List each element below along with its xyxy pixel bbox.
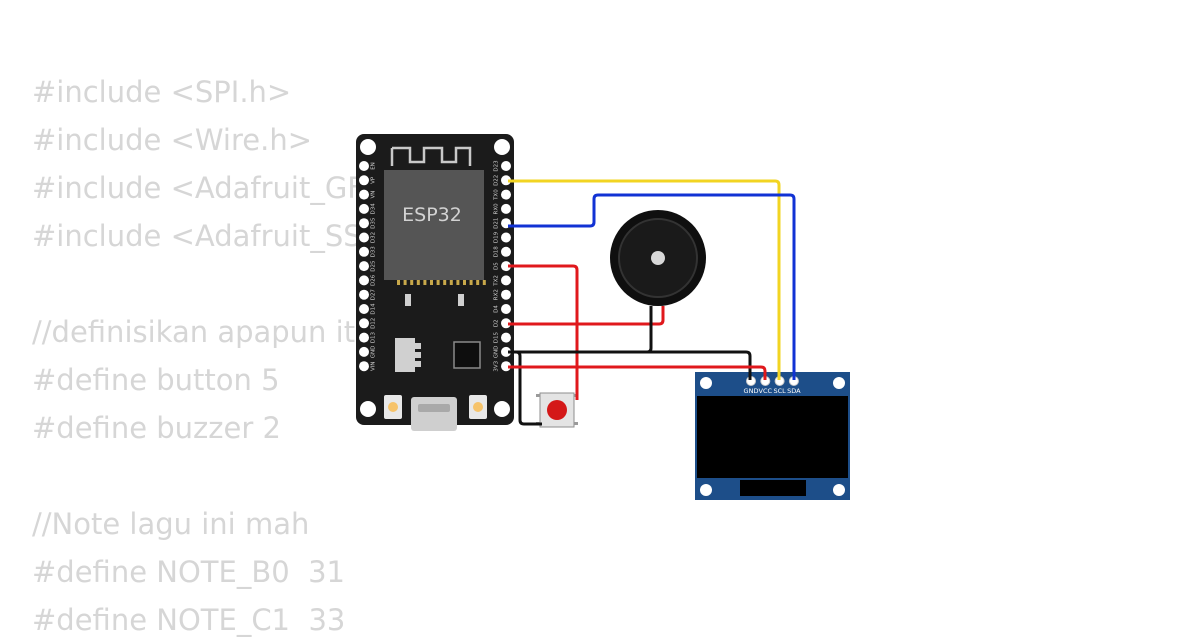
push-button[interactable] (536, 392, 578, 428)
wire-blue-sda[interactable] (508, 193, 796, 380)
esp32-pin-label: D5 (494, 262, 500, 270)
esp32-pin-label: GND (494, 346, 500, 359)
buzzer-hole (651, 251, 665, 265)
esp32-pin-label: D14 (371, 303, 377, 315)
esp32-pin-d14[interactable]: D14 (359, 303, 377, 315)
oled-flex-cable (740, 480, 806, 496)
esp32-pin-label: D25 (371, 260, 377, 272)
esp32-pin-d13[interactable]: D13 (359, 331, 377, 343)
esp32-pin-d18[interactable]: D18 (494, 246, 512, 258)
esp32-pin-label: RX0 (494, 203, 500, 215)
esp32-pin-label: D35 (371, 217, 377, 229)
buzzer[interactable] (610, 210, 706, 306)
esp32-pin-label: D33 (371, 246, 377, 258)
mount-hole (360, 139, 376, 155)
esp32-pin-label: D18 (494, 246, 500, 258)
esp32-pin-gnd[interactable]: GND (359, 346, 377, 359)
esp32-board[interactable]: ESP32 ENVPVND34D35D32D33D25D26D27D14D12D… (356, 134, 514, 431)
esp32-pin-label: GND (371, 346, 377, 359)
mount-hole (360, 401, 376, 417)
esp32-pin-label: VN (371, 191, 377, 199)
oled-pin-label: VCC (759, 387, 773, 395)
wire-black-button[interactable] (508, 350, 542, 426)
esp32-pin-label: D12 (371, 318, 377, 329)
esp32-pin-label: D15 (494, 331, 500, 343)
esp32-pin-d33[interactable]: D33 (359, 246, 377, 258)
oled-screen (697, 396, 848, 478)
wire-red-button[interactable] (508, 264, 579, 400)
esp32-pin-d27[interactable]: D27 (359, 289, 377, 301)
push-button-cap (547, 400, 567, 420)
antenna-icon (390, 146, 472, 166)
mount-hole (494, 401, 510, 417)
esp32-pin-label: VIN (371, 361, 377, 371)
esp32-pin-d15[interactable]: D15 (494, 331, 512, 343)
esp32-pin-label: D13 (371, 331, 377, 343)
esp32-pin-vn[interactable]: VN (359, 189, 377, 200)
esp32-pin-3v3[interactable]: 3V3 (494, 360, 512, 372)
esp32-pin-label: D19 (494, 231, 500, 243)
esp32-pin-vin[interactable]: VIN (359, 361, 377, 372)
esp32-pin-label: D23 (494, 160, 500, 172)
esp32-pin-en[interactable]: EN (359, 161, 377, 171)
esp32-pin-rx2[interactable]: RX2 (494, 289, 512, 300)
oled-pin-label: SCL (773, 387, 786, 395)
module-castellation (397, 280, 486, 285)
circuit-diagram: ESP32 ENVPVND34D35D32D33D25D26D27D14D12D… (356, 134, 850, 500)
mount-hole (494, 139, 510, 155)
esp32-pin-tx0[interactable]: TX0 (494, 189, 512, 201)
esp32-pin-d2[interactable]: D2 (494, 318, 512, 329)
esp32-pin-label: RX2 (494, 289, 500, 300)
oled-pin-label: GND (744, 387, 759, 395)
boot-button[interactable] (384, 395, 402, 419)
esp32-pin-label: TX2 (494, 275, 500, 287)
esp32-pin-vp[interactable]: VP (359, 175, 377, 186)
esp32-pin-gnd[interactable]: GND (494, 346, 512, 359)
esp32-pin-label: D2 (494, 319, 500, 327)
esp32-pin-d25[interactable]: D25 (359, 260, 377, 272)
esp32-pin-d4[interactable]: D4 (494, 304, 512, 314)
esp32-pin-label: D34 (371, 203, 377, 215)
esp32-pin-label: D4 (494, 305, 500, 313)
esp32-pin-rx0[interactable]: RX0 (494, 203, 512, 215)
micro-usb-port[interactable] (411, 397, 457, 431)
esp32-pin-label: D22 (494, 175, 500, 186)
esp32-pin-tx2[interactable]: TX2 (494, 275, 512, 287)
wire-black-oled-gnd[interactable] (508, 350, 752, 380)
esp32-pin-label: TX0 (494, 189, 500, 201)
esp32-pin-label: EN (371, 162, 377, 170)
regulator-chip (395, 338, 415, 372)
oled-pin-scl[interactable]: SCL (773, 376, 786, 396)
esp32-pin-d32[interactable]: D32 (359, 232, 377, 243)
esp32-pin-label: VP (371, 176, 377, 184)
esp32-pin-d5[interactable]: D5 (494, 261, 512, 272)
wire-yellow-scl[interactable] (508, 179, 781, 380)
esp32-pin-d19[interactable]: D19 (494, 231, 512, 243)
esp32-pin-label: D26 (371, 274, 377, 286)
wire-red-buzzer[interactable] (508, 306, 665, 326)
esp32-module (384, 170, 484, 280)
esp32-pin-d35[interactable]: D35 (359, 217, 377, 229)
esp32-pin-label: 3V3 (494, 360, 500, 371)
en-button[interactable] (469, 395, 487, 419)
esp32-pin-label: D32 (371, 232, 377, 243)
esp32-pin-d12[interactable]: D12 (359, 318, 377, 329)
wire-black-buzzer[interactable] (508, 306, 653, 354)
esp32-pin-d22[interactable]: D22 (494, 175, 512, 186)
esp32-pin-d34[interactable]: D34 (359, 203, 377, 215)
esp32-label: ESP32 (402, 204, 462, 226)
usb-uart-chip (453, 341, 481, 369)
esp32-pin-d26[interactable]: D26 (359, 274, 377, 286)
esp32-pin-d23[interactable]: D23 (494, 160, 512, 172)
wires (508, 179, 796, 426)
oled-pin-label: SDA (787, 387, 801, 395)
esp32-pin-label: D27 (371, 289, 377, 301)
wire-red-oled-vcc[interactable] (508, 365, 767, 380)
esp32-pin-label: D21 (494, 218, 500, 229)
